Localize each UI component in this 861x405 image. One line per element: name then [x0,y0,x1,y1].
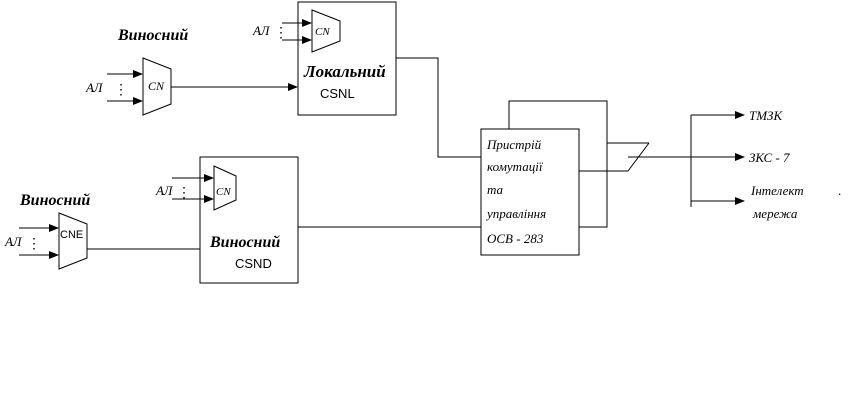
output-label-3-dot: . [838,183,841,198]
al-label-remote: АЛ [155,183,174,198]
switch-block-osv [480,128,580,256]
switch-line-3: та [487,182,504,197]
al-label-top-left: АЛ [85,80,104,95]
dots-remote: ⋮ [177,186,191,201]
cn-concentrator-local [311,9,341,53]
cn-label-remote: CN [216,186,231,198]
al-label-local: АЛ [252,23,271,38]
external-label-bottom: Виносний [19,192,90,209]
external-label-top: Виносний [117,27,188,44]
switch-line-5: ОСВ - 283 [487,231,544,246]
cn-concentrator-remote [213,165,237,211]
dots-local: ⋮ [274,26,288,41]
switch-line-1: Пристрій [486,137,542,152]
output-label-2: ЗКС - 7 [749,150,790,165]
al-label-bottom-left: АЛ [4,234,23,249]
cne-label: CNE [60,229,83,241]
remote-block-title: Виносний [209,234,280,251]
output-label-3b: мережа [752,206,798,221]
output-label-1: ТМЗК [749,108,783,123]
dots-top-left: ⋮ [114,83,128,98]
local-block-title: Локальний [303,62,386,81]
cne-concentrator [58,212,88,270]
dots-bottom-left: ⋮ [27,237,41,252]
link-csnl-osv [396,57,481,158]
remote-block-code: CSND [235,256,272,271]
loop-top [508,100,608,228]
cn-label-top-left: CN [148,79,165,93]
local-block-code: CSNL [320,86,355,101]
cn-label-local: CN [315,26,330,38]
output-label-3a: Інтелект [750,183,804,198]
cn-concentrator-top-left [142,57,172,116]
switch-line-2: комутації [487,159,544,174]
switch-line-4: управління [485,206,546,221]
